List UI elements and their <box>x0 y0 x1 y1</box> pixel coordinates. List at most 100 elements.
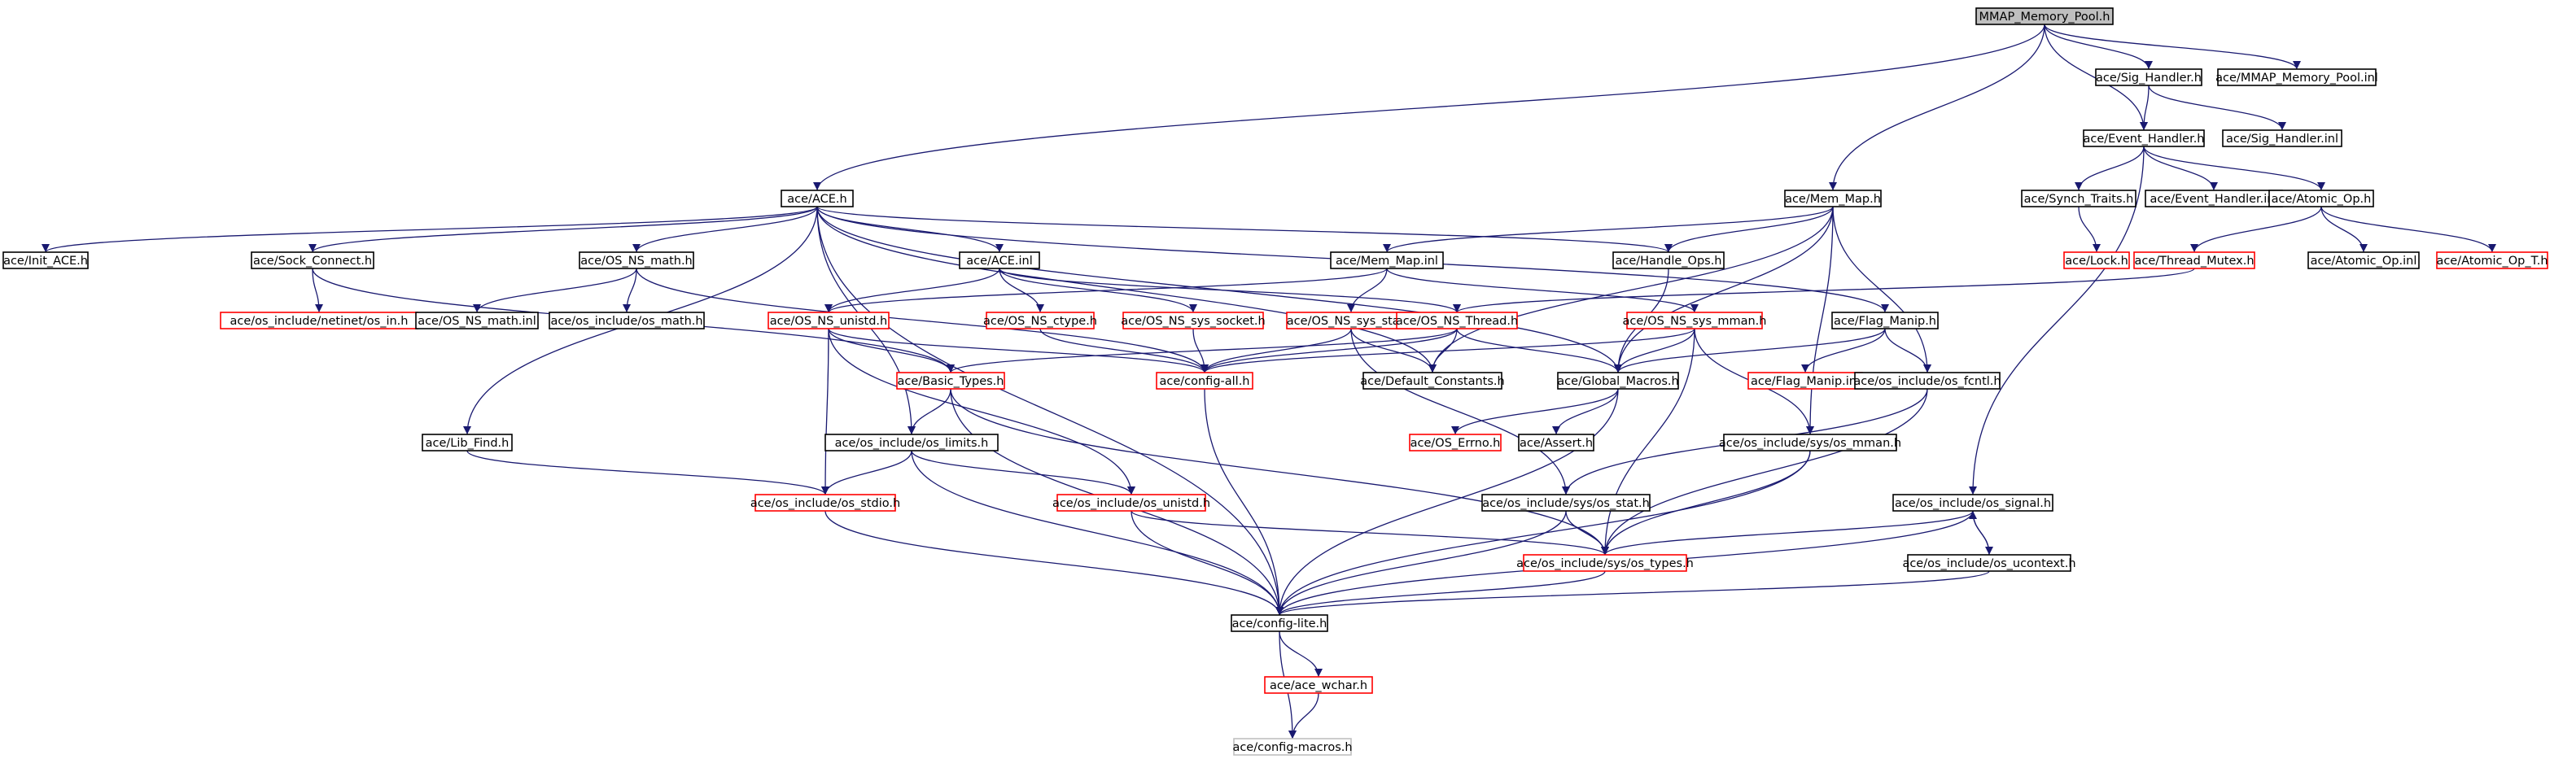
node-basictypes[interactable]: ace/Basic_Types.h <box>896 372 1005 390</box>
node-netinet[interactable]: ace/os_include/netinet/os_in.h <box>220 312 418 329</box>
node-assert[interactable]: ace/Assert.h <box>1518 434 1594 451</box>
node-osstat[interactable]: ace/os_include/sys/os_stat.h <box>1481 494 1651 512</box>
edge-osstat-to-ostypes <box>1565 510 1609 556</box>
node-box-synch <box>2021 190 2136 207</box>
node-label-atomic: ace/Atomic_Op.h <box>2272 193 2372 206</box>
node-osmman[interactable]: ace/os_include/sys/os_mman.h <box>1719 434 1901 451</box>
node-unistd[interactable]: ace/OS_NS_unistd.h <box>768 312 890 329</box>
edges-layer <box>42 24 2496 739</box>
node-osmath[interactable]: ace/OS_NS_math.h <box>579 251 694 269</box>
node-wchar[interactable]: ace/ace_wchar.h <box>1264 676 1373 694</box>
edge-sysstat-to-defconst <box>1350 328 1437 373</box>
edge-flagmanip-to-globalmacros <box>1614 328 1886 373</box>
edge-configall-to-configlite <box>1204 388 1284 616</box>
node-atomic[interactable]: ace/Atomic_Op.h <box>2268 190 2374 207</box>
node-globalmacros[interactable]: ace/Global_Macros.h <box>1557 372 1679 390</box>
edge-oslimits-to-osunistd <box>911 450 1135 495</box>
node-label-ctype: ace/OS_NS_ctype.h <box>983 315 1097 328</box>
node-memmapinl[interactable]: ace/Mem_Map.inl <box>1330 251 1444 269</box>
node-label-osunistd: ace/os_include/os_unistd.h <box>1052 497 1210 510</box>
node-box-sighandler <box>2095 68 2202 86</box>
node-label-atomicinl: ace/Atomic_Op.inl <box>2311 255 2417 268</box>
node-atomicinl[interactable]: ace/Atomic_Op.inl <box>2307 251 2420 269</box>
node-label-siginl: ace/Sig_Handler.inl <box>2226 133 2338 146</box>
node-atomict[interactable]: ace/Atomic_Op_T.h <box>2436 251 2548 269</box>
node-osmathh[interactable]: ace/os_include/os_math.h <box>549 312 705 329</box>
node-box-initace <box>2 251 89 269</box>
edge-memmap-to-globalmacros <box>1614 206 1834 373</box>
node-box-osthread <box>1396 312 1518 329</box>
edge-atomic-to-atomicinl <box>2320 206 2368 253</box>
edge-mmap-to-ace <box>813 24 2045 191</box>
node-mmap: MMAP_Memory_Pool.h <box>1975 7 2114 25</box>
edge-thrmutex-to-osthread <box>1453 268 2195 313</box>
node-aceinl[interactable]: ace/ACE.inl <box>959 251 1040 269</box>
node-label-osmathh: ace/os_include/os_math.h <box>550 315 702 328</box>
node-flagmanip[interactable]: ace/Flag_Manip.h <box>1831 312 1939 329</box>
node-mathinl[interactable]: ace/OS_NS_math.inl <box>415 312 539 329</box>
node-osunistd[interactable]: ace/os_include/os_unistd.h <box>1052 494 1210 512</box>
node-syssocket[interactable]: ace/OS_NS_sys_socket.h <box>1121 312 1266 329</box>
node-synch[interactable]: ace/Synch_Traits.h <box>2021 190 2136 207</box>
edge-memmapinl-to-sysstat <box>1347 268 1388 313</box>
node-box-ostypes <box>1523 554 1687 572</box>
node-sighandler[interactable]: ace/Sig_Handler.h <box>2095 68 2202 86</box>
node-sysstat[interactable]: ace/OS_NS_sys_stat.h <box>1286 312 1416 329</box>
edge-memmapinl-to-sysmman <box>1386 268 1699 313</box>
node-libfind[interactable]: ace/Lib_Find.h <box>422 434 513 451</box>
node-label-osthread: ace/OS_NS_Thread.h <box>1396 315 1518 328</box>
node-thrmutex[interactable]: ace/Thread_Mutex.h <box>2133 251 2255 269</box>
node-osucontext[interactable]: ace/os_include/os_ucontext.h <box>1902 554 2076 572</box>
node-evthandler[interactable]: ace/Event_Handler.h <box>2083 129 2205 147</box>
edge-ace-to-handleops <box>816 206 1673 253</box>
node-label-handleops: ace/Handle_Ops.h <box>1615 255 1721 268</box>
node-box-unistd <box>768 312 890 329</box>
node-label-memmap: ace/Mem_Map.h <box>1785 193 1881 206</box>
node-label-oserrno: ace/OS_Errno.h <box>1410 437 1501 450</box>
node-defconst[interactable]: ace/Default_Constants.h <box>1360 372 1505 390</box>
node-lock[interactable]: ace/Lock.h <box>2063 251 2130 269</box>
node-label-unistd: ace/OS_NS_unistd.h <box>770 315 887 328</box>
node-sockconn[interactable]: ace/Sock_Connect.h <box>251 251 374 269</box>
node-ace[interactable]: ace/ACE.h <box>781 190 854 207</box>
node-box-mathinl <box>415 312 539 329</box>
node-ostypes[interactable]: ace/os_include/sys/os_types.h <box>1516 554 1694 572</box>
edge-configlite-to-wchar <box>1279 630 1323 678</box>
node-initace[interactable]: ace/Init_ACE.h <box>2 251 89 269</box>
node-label-osucontext: ace/os_include/os_ucontext.h <box>1902 557 2075 570</box>
node-osfcntl[interactable]: ace/os_include/os_fcntl.h <box>1853 372 2001 390</box>
edge-ace-to-sockconn <box>308 206 818 253</box>
edge-ostypes-to-configlite <box>1275 570 1606 616</box>
node-sysmman[interactable]: ace/OS_NS_sys_mman.h <box>1623 312 1767 329</box>
node-box-configall <box>1156 372 1253 390</box>
node-memmap[interactable]: ace/Mem_Map.h <box>1784 190 1882 207</box>
node-ossignal[interactable]: ace/os_include/os_signal.h <box>1892 494 2053 512</box>
node-configall[interactable]: ace/config-all.h <box>1156 372 1253 390</box>
node-box-oslimits <box>824 434 999 451</box>
node-label-thrmutex: ace/Thread_Mutex.h <box>2134 255 2254 268</box>
node-evtinl[interactable]: ace/Event_Handler.inl <box>2145 190 2283 207</box>
node-label-initace: ace/Init_ACE.h <box>3 255 88 268</box>
node-handleops[interactable]: ace/Handle_Ops.h <box>1612 251 1725 269</box>
node-box-atomict <box>2436 251 2548 269</box>
edge-ace-to-initace <box>42 206 818 253</box>
edge-evthandler-to-synch <box>2075 146 2145 191</box>
edge-oslimits-to-configlite <box>911 450 1284 616</box>
edge-sockconn-to-netinet <box>312 268 323 313</box>
node-label-netinet: ace/os_include/netinet/os_in.h <box>230 315 409 328</box>
edge-memmap-to-osmman <box>1806 206 1834 435</box>
node-configmacros[interactable]: ace/config-macros.h <box>1232 738 1353 756</box>
edge-osstdio-to-configlite <box>824 510 1284 616</box>
node-oserrno[interactable]: ace/OS_Errno.h <box>1409 434 1502 451</box>
node-box-atomicinl <box>2307 251 2420 269</box>
node-flaginl[interactable]: ace/Flag_Manip.inl <box>1747 372 1863 390</box>
node-osthread[interactable]: ace/OS_NS_Thread.h <box>1396 312 1518 329</box>
edge-ossignal-to-ostypes <box>1601 510 1974 556</box>
node-configlite[interactable]: ace/config-lite.h <box>1231 614 1328 632</box>
node-ctype[interactable]: ace/OS_NS_ctype.h <box>983 312 1097 329</box>
node-oslimits[interactable]: ace/os_include/os_limits.h <box>824 434 999 451</box>
node-mmapinl[interactable]: ace/MMAP_Memory_Pool.inl <box>2215 68 2378 86</box>
node-siginl[interactable]: ace/Sig_Handler.inl <box>2222 129 2342 147</box>
edge-mmap-to-mmapinl <box>2044 24 2301 70</box>
node-osstdio[interactable]: ace/os_include/os_stdio.h <box>750 494 900 512</box>
